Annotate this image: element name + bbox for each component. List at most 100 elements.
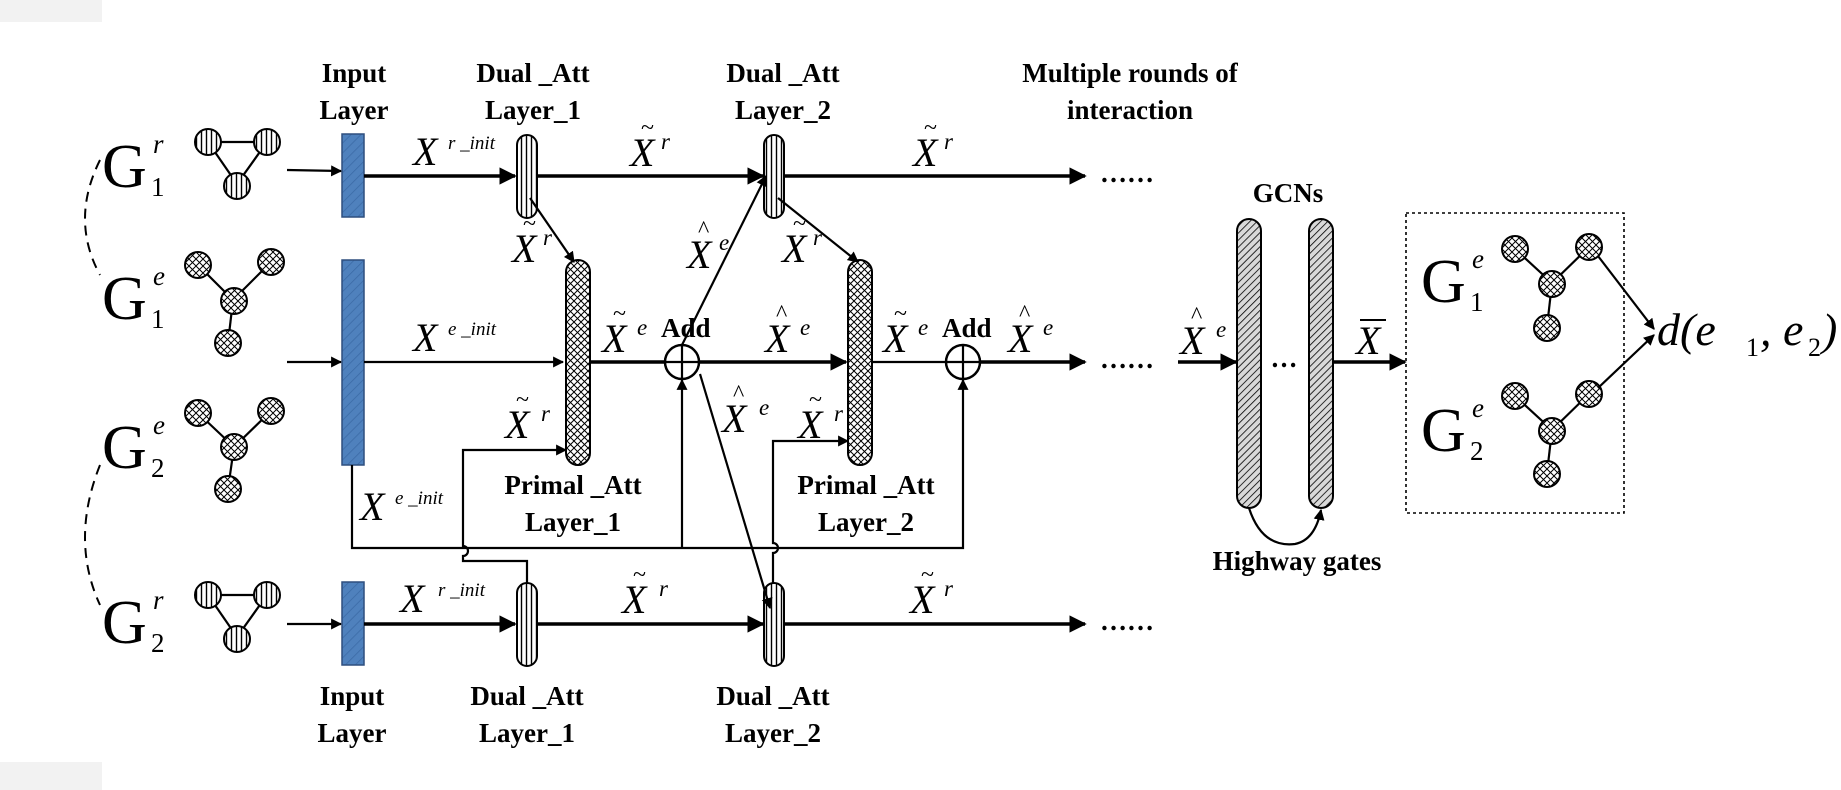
svg-text:r: r	[543, 225, 553, 250]
svg-text:Multiple rounds of: Multiple rounds of	[1022, 58, 1239, 88]
svg-text:X: X	[685, 232, 713, 277]
graph-icon-g1-r	[194, 128, 281, 200]
label-input-layer-bottom: Input Layer	[318, 681, 387, 748]
label-x-r-init-top: X r _init	[411, 129, 496, 174]
svg-text:X: X	[763, 316, 791, 361]
svg-text:e: e	[800, 315, 810, 340]
alignment-curve-graph2	[84, 464, 101, 606]
svg-text:1: 1	[151, 304, 165, 334]
label-gcns: GCNs	[1253, 178, 1324, 208]
svg-text:^: ^	[776, 301, 787, 327]
svg-text:e: e	[1043, 315, 1053, 340]
svg-text:Layer_1: Layer_1	[479, 718, 575, 748]
graph-icon-g2-r	[194, 581, 281, 653]
svg-text:Dual _Att: Dual _Att	[716, 681, 829, 711]
highway-gate-arrow	[1247, 507, 1325, 546]
svg-text:r: r	[541, 401, 551, 426]
svg-text:~: ~	[809, 387, 822, 413]
arrow-dual2-top-to-primal2	[777, 197, 859, 263]
svg-text:Input: Input	[322, 58, 387, 88]
dots-entity: ……	[1100, 344, 1154, 374]
label-primal-att-1: Primal _Att Layer_1	[504, 470, 641, 537]
label-primal-att-2: Primal _Att Layer_2	[797, 470, 934, 537]
gcn-layer-last	[1308, 218, 1334, 509]
label-x-hat-e-out: X ^ e	[1006, 301, 1053, 361]
graph-icon-g1-e	[184, 248, 285, 357]
label-x-hat-e-cross1: X ^ e	[685, 217, 729, 277]
svg-text:Layer_2: Layer_2	[725, 718, 821, 748]
label-x-bar: X	[1354, 318, 1386, 363]
svg-text:X: X	[510, 226, 538, 271]
arrow-g1e-to-distance	[1597, 255, 1655, 330]
label-highway-gates: Highway gates	[1213, 546, 1382, 576]
label-x-hat-e-gcn-input: X ^ e	[1178, 303, 1226, 363]
svg-text:~: ~	[633, 562, 646, 588]
corner-artifact-bottom	[0, 762, 102, 790]
label-x-tilde-r-top2: X ~ r	[911, 115, 954, 175]
svg-text:d(e: d(e	[1657, 304, 1716, 355]
svg-text:interaction: interaction	[1067, 95, 1193, 125]
svg-text:~: ~	[641, 115, 654, 141]
svg-text:X: X	[1178, 318, 1206, 363]
svg-text:X: X	[1006, 316, 1034, 361]
graph-icon-g2-e	[184, 397, 285, 503]
label-dual-att-2-top: Dual _Att Layer_2	[726, 58, 839, 125]
path-dual1-bottom-to-primal1	[461, 444, 568, 583]
gcn-layer-first	[1236, 218, 1262, 509]
svg-text:r: r	[153, 129, 164, 159]
svg-text:e: e	[1472, 244, 1484, 274]
graph-label-g1-r: G r 1	[102, 129, 165, 202]
svg-text:, e: , e	[1760, 304, 1803, 355]
svg-text:X: X	[358, 484, 386, 529]
svg-text:X: X	[398, 576, 426, 621]
label-dual-att-1-top: Dual _Att Layer_1	[476, 58, 589, 125]
svg-text:r _init: r _init	[448, 133, 496, 154]
svg-text:G: G	[102, 133, 147, 201]
svg-text:X: X	[720, 396, 748, 441]
svg-text:e: e	[153, 410, 165, 440]
graph-icon-g2-e-output	[1501, 380, 1603, 488]
svg-text:Dual _Att: Dual _Att	[726, 58, 839, 88]
svg-text:r: r	[813, 225, 823, 250]
svg-text:r: r	[944, 129, 954, 154]
label-x-hat-e-cross2: X ^ e	[720, 381, 769, 441]
svg-text:Layer: Layer	[318, 718, 387, 748]
svg-text:e _init: e _init	[395, 488, 444, 509]
svg-text:r: r	[659, 576, 669, 601]
svg-text:2: 2	[1808, 333, 1821, 362]
label-x-tilde-r-primal2: X ~ r	[796, 387, 844, 447]
svg-text:G: G	[102, 589, 147, 657]
label-multiple-rounds: Multiple rounds of interaction	[1022, 58, 1239, 125]
svg-text:1: 1	[1746, 333, 1759, 362]
distance-function-label: d(e 1 , e 2 )	[1657, 304, 1837, 362]
svg-text:1: 1	[151, 172, 165, 202]
svg-text:r: r	[661, 129, 671, 154]
path-xe-init-to-add2	[350, 378, 969, 550]
svg-text:e: e	[1216, 317, 1226, 342]
svg-text:~: ~	[924, 115, 937, 141]
svg-text:Layer_2: Layer_2	[735, 95, 831, 125]
svg-text:~: ~	[793, 211, 806, 237]
svg-text:X: X	[411, 129, 439, 174]
primal-att-layer1	[565, 259, 591, 466]
label-x-tilde-r-cross2: X ~ r	[780, 211, 823, 271]
arrow-g2e-to-distance	[1597, 334, 1655, 389]
input-layer-top	[341, 133, 365, 218]
svg-text:X: X	[908, 577, 936, 622]
graph-label-g2-e: G e 2	[102, 410, 165, 483]
label-x-tilde-r-primal1: X ~ r	[503, 387, 551, 447]
dots-bottom: ……	[1100, 606, 1154, 636]
svg-text:^: ^	[733, 381, 744, 407]
primal-att-layer2	[847, 259, 873, 466]
svg-text:X: X	[796, 402, 824, 447]
arrow-dual1-top-to-primal1	[529, 197, 575, 263]
graph-icon-g1-e-output	[1501, 233, 1603, 342]
svg-text:Primal _Att: Primal _Att	[797, 470, 934, 500]
svg-text:e: e	[1472, 393, 1484, 423]
gcn-dots: …	[1271, 343, 1298, 373]
svg-text:X: X	[600, 316, 628, 361]
label-dual-att-1-bottom: Dual _Att Layer_1	[470, 681, 583, 748]
path-dual2-bottom-to-primal2	[771, 435, 850, 583]
svg-text:Layer_2: Layer_2	[818, 507, 914, 537]
svg-text:X: X	[881, 316, 909, 361]
